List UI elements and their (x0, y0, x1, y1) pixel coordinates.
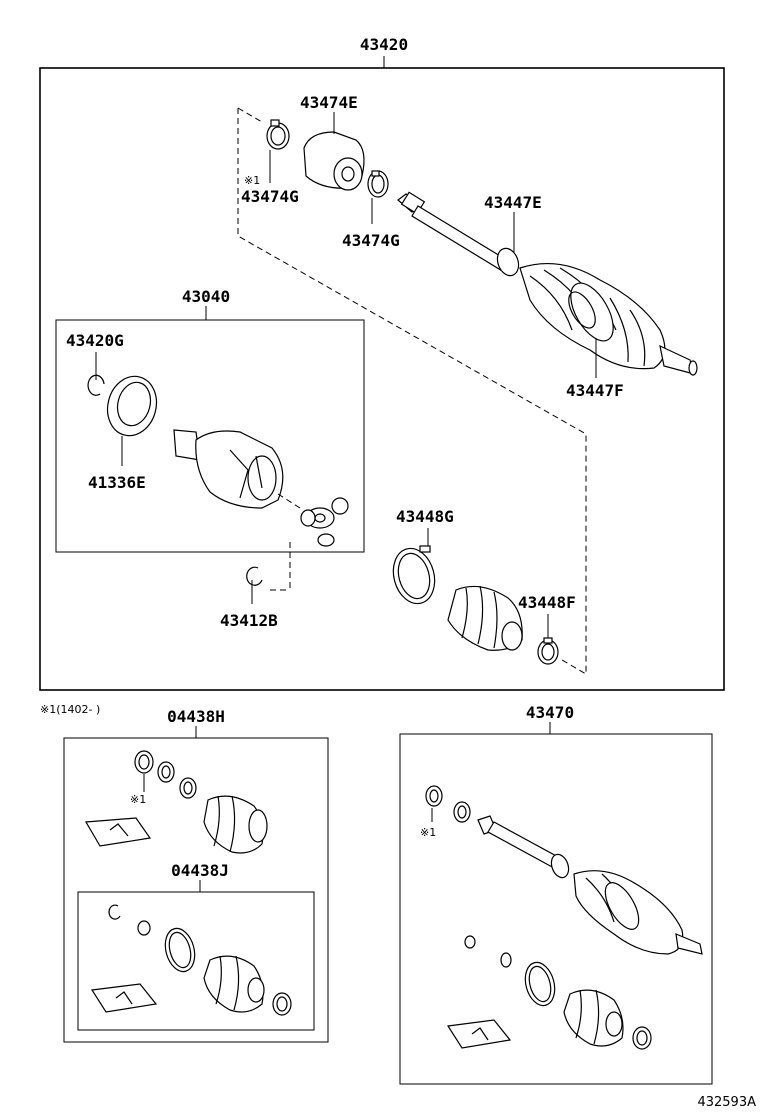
label-43412B[interactable]: 43412B (220, 611, 278, 630)
kit-04438H-group: 04438H ※1 04438J (63, 707, 329, 1043)
outer-race-housing[interactable] (173, 429, 284, 509)
label-43448F[interactable]: 43448F (518, 593, 576, 612)
p43470-boot[interactable] (563, 989, 624, 1047)
snap-ring-43412B[interactable] (246, 566, 263, 586)
p43470-shaft[interactable] (477, 815, 703, 955)
inner-joint-kit-label[interactable]: 43040 (182, 287, 230, 306)
kit-h-clamp-2[interactable] (157, 761, 175, 783)
label-43447F[interactable]: 43447F (566, 381, 624, 400)
p43470-clamp-2[interactable] (453, 801, 471, 823)
kit-h-label[interactable]: 04438H (167, 707, 225, 726)
kit-h-clamp-1[interactable] (134, 750, 154, 774)
kit-h-grease-pack[interactable] (85, 817, 152, 847)
p43470-label[interactable]: 43470 (526, 703, 574, 722)
footnote: ※1(1402- ) (40, 703, 100, 716)
kit-j-clamp-small[interactable] (272, 992, 292, 1016)
p43470-clamp-1[interactable] (425, 785, 443, 807)
ring-41336E[interactable] (101, 371, 163, 441)
kit-04438H-frame (63, 737, 329, 1043)
kit-h-clamp-3[interactable] (179, 777, 197, 799)
p43470-clamp-small[interactable] (632, 1026, 652, 1050)
kit-j-label[interactable]: 04438J (171, 861, 229, 880)
kit-j-clamp-large[interactable] (161, 925, 199, 975)
label-43474G-a[interactable]: 43474G (241, 187, 299, 206)
assembly-43470-frame (399, 733, 713, 1085)
assembly-43420-group: 43420 ※1 43474G 43474E 43474G (39, 35, 725, 691)
ref-mark-1: ※1 (244, 174, 260, 187)
label-43474E[interactable]: 43474E (300, 93, 358, 112)
diagram-code: 432593A (697, 1095, 756, 1110)
inner-joint-kit-frame (55, 319, 365, 553)
damper-43474E[interactable] (303, 131, 365, 191)
kit-h-boot[interactable] (203, 795, 268, 854)
label-43448G[interactable]: 43448G (396, 507, 454, 526)
p43470-grease-pack[interactable] (446, 1019, 512, 1049)
clamp-43474G-lower[interactable] (367, 170, 389, 198)
label-43474G-b[interactable]: 43474G (342, 231, 400, 250)
kit-04438J-frame (77, 891, 315, 1031)
ref-mark-3: ※1 (420, 826, 436, 839)
p43470-small-ring-1[interactable] (464, 935, 476, 949)
clamp-43448G[interactable] (387, 544, 440, 608)
boot-43448[interactable] (447, 585, 523, 651)
snap-ring-43420G[interactable] (87, 374, 105, 396)
kit-j-boot[interactable] (203, 955, 265, 1013)
label-43447E[interactable]: 43447E (484, 193, 542, 212)
p43470-clamp-large[interactable] (521, 959, 559, 1009)
ref-mark-2: ※1 (130, 793, 146, 806)
tripod-joint[interactable] (300, 497, 349, 547)
clamp-43474G-upper[interactable] (266, 119, 290, 150)
p43470-small-ring-2[interactable] (500, 952, 512, 968)
assembly-43470-group: 43470 ※1 (399, 703, 713, 1085)
label-43420G[interactable]: 43420G (66, 331, 124, 350)
clamp-43448F[interactable] (537, 637, 559, 665)
assembly-frame (39, 67, 725, 691)
assembly-label[interactable]: 43420 (360, 35, 408, 54)
boot-kit-dashed-outline (237, 108, 587, 675)
label-41336E[interactable]: 41336E (88, 473, 146, 492)
drive-shaft[interactable] (397, 191, 698, 376)
kit-j-ring-2[interactable] (137, 920, 151, 936)
kit-j-ring-1[interactable] (108, 904, 121, 920)
kit-j-grease-pack[interactable] (90, 983, 158, 1013)
